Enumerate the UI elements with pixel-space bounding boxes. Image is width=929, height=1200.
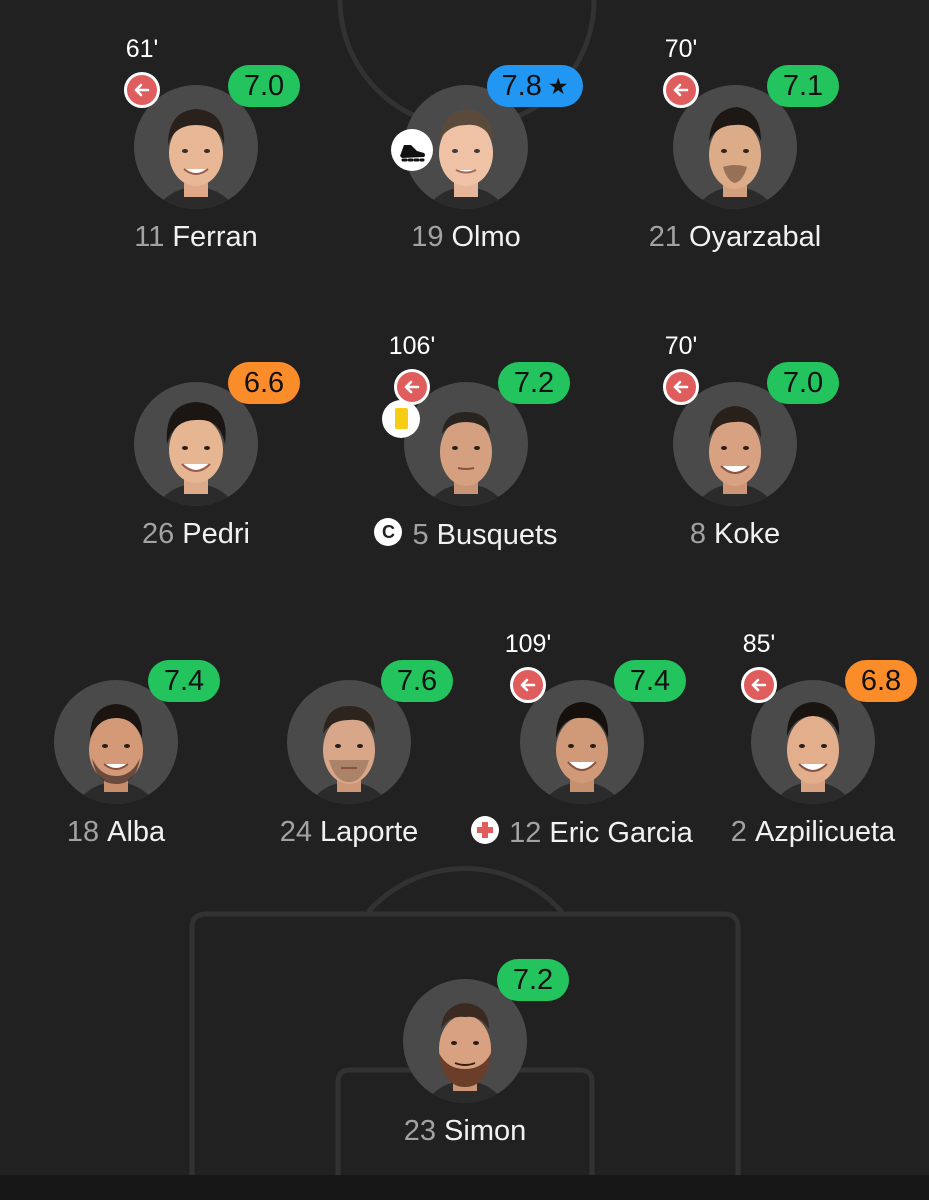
player-name: Alba — [107, 816, 166, 848]
shirt-number: 24 — [279, 816, 312, 848]
penalty-arc — [366, 866, 564, 914]
player-name: Pedri — [182, 518, 250, 550]
rating-badge: 7.0 — [228, 65, 300, 107]
substitution-arrow-icon — [741, 667, 777, 703]
shirt-number: 8 — [689, 518, 707, 550]
player-name: Oyarzabal — [689, 221, 822, 253]
player-photo — [134, 85, 258, 209]
player-name: Busquets — [436, 519, 558, 551]
player-name: Olmo — [451, 221, 521, 253]
sub-minute: 85' — [742, 630, 776, 658]
substitution-arrow-icon — [124, 72, 160, 108]
player-photo — [673, 85, 797, 209]
player-name: Simon — [444, 1115, 527, 1147]
sub-minute: 106' — [388, 332, 436, 360]
sub-minute: 70' — [664, 332, 698, 360]
substitution-arrow-icon — [663, 72, 699, 108]
shirt-number: 5 — [412, 519, 429, 551]
penalty-box — [189, 911, 741, 1176]
player-name: Koke — [714, 518, 781, 550]
rating-badge: 7.2 — [498, 362, 570, 404]
rating-badge: 7.1 — [767, 65, 839, 107]
player-name: Ferran — [172, 221, 258, 253]
shirt-number: 12 — [509, 817, 542, 849]
rating-badge: 7.4 — [614, 660, 686, 702]
star-icon: ★ — [547, 73, 569, 99]
rating-badge: 7.6 — [381, 660, 453, 702]
player-photo — [403, 979, 527, 1103]
substitution-arrow-icon — [510, 667, 546, 703]
player-photo — [54, 680, 178, 804]
player-name: Laporte — [319, 816, 419, 848]
rating-badge: 6.8 — [845, 660, 917, 702]
player-photo — [404, 382, 528, 506]
sub-minute: 109' — [504, 630, 552, 658]
rating-value: 7.8 — [501, 70, 542, 102]
football-boot-icon — [391, 129, 433, 171]
rating-badge: 7.4 — [148, 660, 220, 702]
rating-badge: 7.0 — [767, 362, 839, 404]
substitution-arrow-icon — [663, 369, 699, 405]
shirt-number: 23 — [403, 1115, 437, 1147]
shirt-number: 19 — [411, 221, 444, 253]
player-photo — [751, 680, 875, 804]
player-photo — [520, 680, 644, 804]
shirt-number: 26 — [142, 518, 175, 550]
player-photo — [134, 382, 258, 506]
sub-minute: 70' — [664, 35, 698, 63]
player-photo — [287, 680, 411, 804]
shirt-number: 18 — [66, 816, 100, 848]
player-photo — [673, 382, 797, 506]
rating-badge: 6.6 — [228, 362, 300, 404]
captain-icon: C — [374, 518, 403, 546]
player-name: Azpilicueta — [754, 816, 896, 848]
rating-badge-best: 7.8★ — [487, 65, 583, 107]
sub-minute: 61' — [125, 35, 159, 63]
captain-letter: C — [381, 522, 395, 542]
yellow-card-icon — [382, 400, 420, 438]
shirt-number: 11 — [134, 221, 165, 253]
shirt-number: 21 — [648, 221, 682, 253]
shirt-number: 2 — [730, 816, 747, 848]
medical-cross-icon — [471, 816, 500, 844]
rating-badge: 7.2 — [497, 959, 569, 1001]
player-name: Eric Garcia — [549, 817, 693, 849]
